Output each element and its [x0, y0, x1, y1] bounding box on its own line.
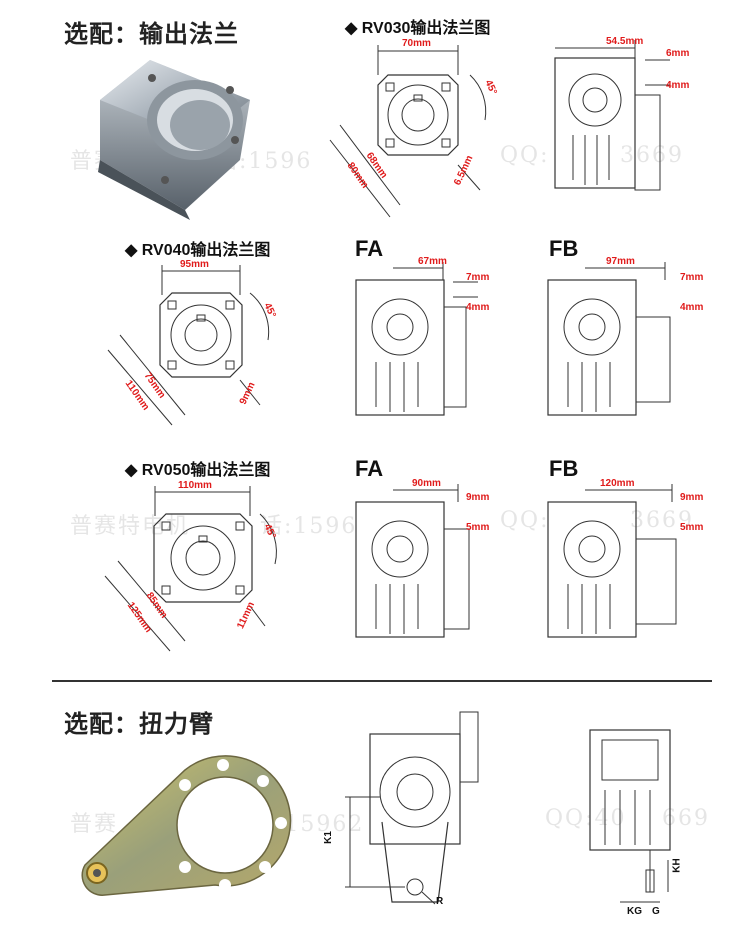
rv050-fa-t2-dim: 5mm	[466, 522, 490, 533]
rv030-side-t1-dim: 6mm	[666, 48, 690, 59]
rv050-fb-t1-dim: 9mm	[680, 492, 704, 503]
section-divider	[52, 680, 712, 682]
rv040-fa-label: FA	[355, 236, 384, 261]
rv040-fa-width-dim: 67mm	[418, 256, 447, 267]
torque-arm-photo	[81, 755, 292, 896]
watermark-text: QQ:	[500, 508, 550, 533]
rv030-width-dim: 70mm	[402, 38, 431, 49]
torque-kg-label: KG	[627, 906, 642, 917]
rv050-fa-label: FA	[355, 456, 384, 481]
watermark-text: 普赛特电机	[70, 514, 191, 539]
rv040-fb-label: FB	[549, 236, 579, 261]
rv040-fb-t1-dim: 7mm	[680, 272, 704, 283]
rv050-fa-width-dim: 90mm	[412, 478, 441, 489]
rv050-width-dim: 110mm	[178, 480, 212, 491]
rv050-fb-label: FB	[549, 456, 579, 481]
watermark-text: 3669	[620, 143, 684, 168]
rv050-fb-width-dim: 120mm	[600, 478, 635, 489]
rv030-flange-title: ◆ RV030输出法兰图	[345, 20, 491, 37]
rv030-flange-drawing	[329, 45, 487, 218]
output-flange-photo	[98, 60, 250, 220]
rv040-fa-drawing	[355, 262, 478, 416]
rv030-side-width-dim: 54.5mm	[606, 36, 644, 47]
torque-arm-side-drawing	[589, 729, 671, 903]
watermark-text: 普赛	[70, 812, 119, 837]
torque-k1-label: K1	[322, 831, 334, 844]
rv040-flange-title: ◆ RV040输出法兰图	[125, 242, 271, 259]
torque-arm-section-title: 选配：扭力臂	[64, 710, 214, 738]
torque-kh-label: KH	[671, 858, 683, 873]
torque-g-label: G	[652, 906, 660, 917]
rv040-width-dim: 95mm	[180, 259, 209, 270]
rv040-flange-drawing	[107, 265, 270, 426]
rv050-flange-title: ◆ RV050输出法兰图	[125, 462, 271, 479]
watermark-text: 3669	[630, 508, 694, 533]
rv050-fa-drawing	[355, 484, 470, 638]
flange-section-title: 选配：输出法兰	[64, 20, 239, 48]
watermark-text: 话:1596	[260, 514, 358, 539]
rv040-fa-t1-dim: 7mm	[466, 272, 490, 283]
rv030-side-t2-dim: 4mm	[666, 80, 690, 91]
rv050-fb-t2-dim: 5mm	[680, 522, 704, 533]
torque-arm-front-drawing	[345, 711, 479, 905]
rv050-fb-drawing	[547, 484, 677, 638]
watermark-text: QQ:	[500, 143, 550, 168]
torque-r-label: R	[436, 896, 444, 907]
rv040-fa-t2-dim: 4mm	[466, 302, 490, 313]
rv030-side-drawing	[554, 40, 670, 191]
rv040-fb-drawing	[547, 262, 671, 416]
rv050-fa-t1-dim: 9mm	[466, 492, 490, 503]
watermark-text: QQ:40	[545, 806, 627, 831]
rv040-fb-t2-dim: 4mm	[680, 302, 704, 313]
rv050-flange-drawing	[104, 486, 277, 652]
rv040-fb-width-dim: 97mm	[606, 256, 635, 267]
